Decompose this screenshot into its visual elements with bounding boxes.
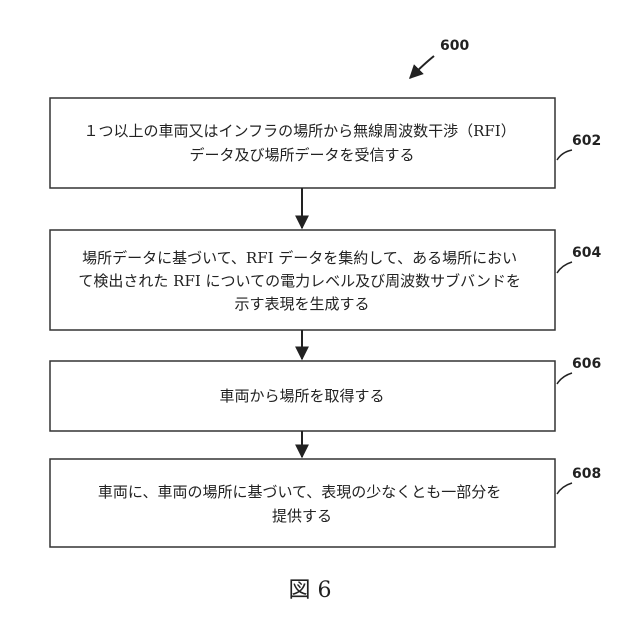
step-604-line-2: て検出された RFI についての電力レベル及び周波数サブバンドを	[78, 272, 520, 290]
step-608-ref: 608	[572, 466, 601, 482]
step-604-line-1: 場所データに基づいて、RFI データを集約して、ある場所におい	[82, 249, 517, 267]
figure-number-label: 600	[440, 38, 469, 54]
step-608-line-1: 車両に、車両の場所に基づいて、表現の少なくとも一部分を	[98, 483, 501, 501]
step-608-line-2: 提供する	[272, 507, 332, 525]
step-602-line-2: データ及び場所データを受信する	[189, 146, 414, 164]
step-606-text: 車両から場所を取得する	[219, 387, 384, 405]
step-606-leader	[557, 373, 572, 384]
figure-caption: 図 6	[289, 578, 332, 603]
step-box-602	[50, 98, 555, 188]
step-608-leader	[557, 483, 572, 494]
step-606-ref: 606	[572, 356, 601, 372]
step-602-leader	[557, 150, 572, 160]
step-604-line-3: 示す表現を生成する	[234, 295, 369, 313]
step-602-line-1: １つ以上の車両又はインフラの場所から無線周波数干渉（RFI）	[84, 122, 516, 140]
step-604-leader	[557, 262, 572, 273]
step-604-ref: 604	[572, 245, 601, 261]
step-602-ref: 602	[572, 133, 601, 149]
step-box-608	[50, 459, 555, 547]
step-606-line-1: 車両から場所を取得する	[219, 387, 384, 405]
figure-pointer-arrow	[410, 56, 434, 78]
